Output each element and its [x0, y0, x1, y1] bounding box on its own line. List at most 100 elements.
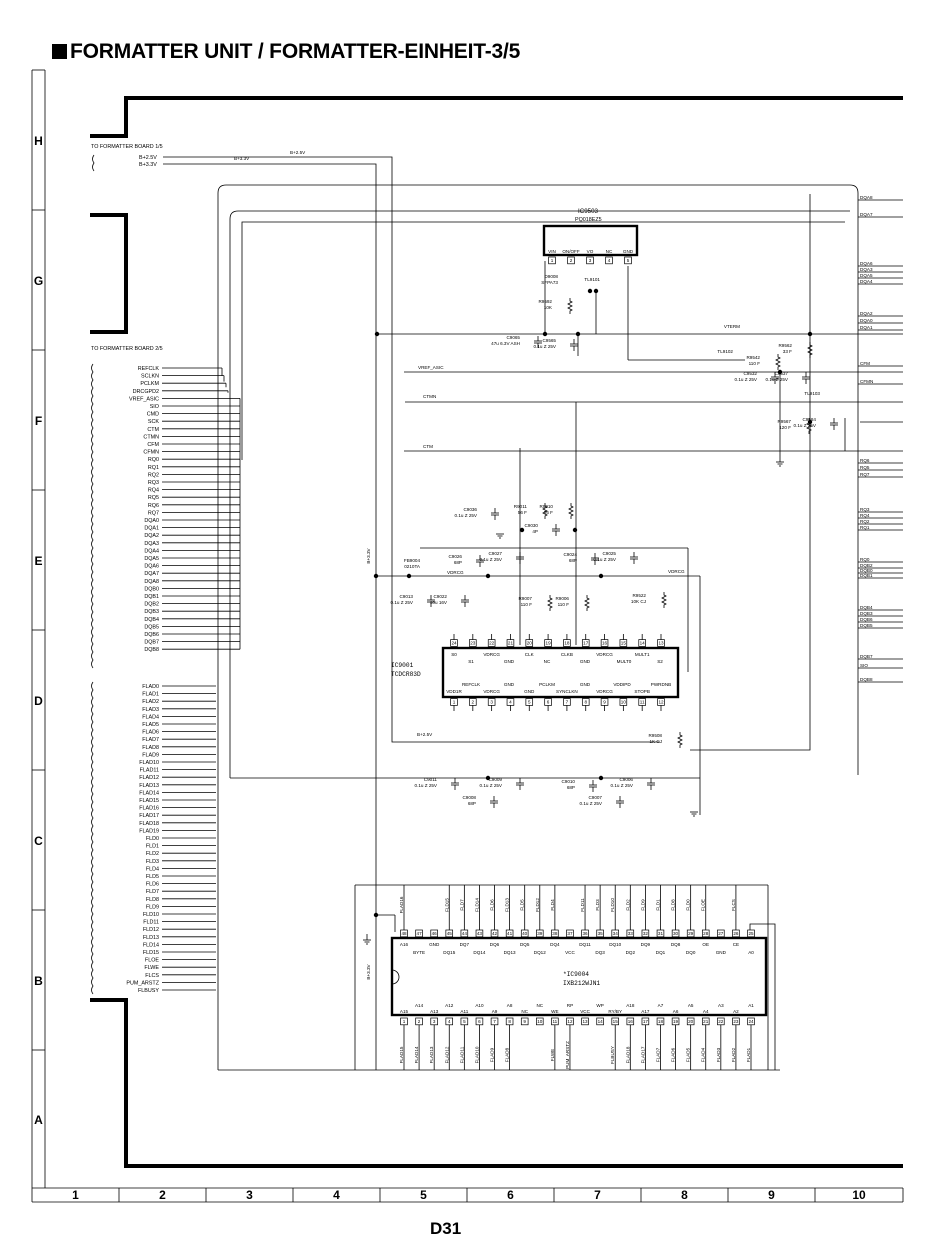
pin-name: A1 [748, 1003, 754, 1008]
net-label-dqa5: DQA5 [144, 556, 159, 562]
net-label-fld15: FLD15 [143, 950, 159, 956]
pin-name: NC [606, 249, 613, 254]
pin-number: 13 [582, 1019, 588, 1024]
net-label: B+3.3V [366, 547, 371, 563]
pin-box [717, 1017, 725, 1026]
net-label-fld1: FLD1 [146, 844, 159, 850]
net-label-fld5: FLD5 [146, 874, 159, 880]
pin-number: 38 [552, 931, 558, 936]
net-label-fld10: FLD10 [143, 912, 159, 918]
pin-number: 46 [432, 931, 438, 936]
pin-box [415, 929, 423, 938]
pin-signal: FLAD8 [505, 1047, 510, 1062]
pin-signal: FLAD17 [640, 1046, 645, 1063]
pin-name: WE [551, 1009, 558, 1014]
net-label: CTMN [423, 394, 436, 399]
pin-signal: FLAD14 [414, 1046, 419, 1063]
ic9004-part: IXB212WJN1 [563, 980, 600, 987]
component-tl9103: TL9103 [804, 391, 820, 396]
pin-signal: FLD9 [640, 899, 645, 911]
pin-number: 9 [523, 1019, 526, 1024]
pin-signal: FLD2 [625, 899, 630, 911]
component-value: 33 F [783, 349, 792, 354]
component-value: 0.1u Z 25V [480, 783, 503, 788]
pin-name: SYNCLKN [556, 689, 578, 694]
component-value: 56 F [518, 510, 527, 515]
grid-frame [31, 69, 904, 1203]
pin-number: 5 [463, 1019, 466, 1024]
component-value: 0210TA [404, 564, 421, 569]
pin-number: 19 [546, 641, 552, 646]
right-net-label: SIO [860, 663, 868, 668]
pin-signal: FLD6 [490, 899, 495, 911]
net-label-rq7: RQ7 [148, 510, 159, 516]
pin-signal: FLD4 [550, 899, 555, 911]
ic9004: *IC9004 IXB212WJN1 48A16FLAD1647BYTE46GN… [390, 885, 768, 1070]
board2-connector-nets: REFCLKSCLKNPCLKMDRCGPD2VREF_ASICSIOCMDSC… [91, 363, 241, 669]
pin-number: 47 [417, 931, 423, 936]
pin-number: 22 [489, 641, 495, 646]
component-tl9102: TL9102 [717, 349, 733, 354]
component-value: 0.1u Z 25V [415, 783, 438, 788]
net-label: B+3.3V [366, 963, 371, 979]
pin-name: CLKB [561, 652, 573, 657]
right-net-label: RQ5 [860, 465, 870, 470]
pin-number: 35 [598, 931, 604, 936]
component-ref: C9026 [448, 554, 462, 559]
pin-box [566, 929, 574, 938]
component-ref: R9562 [778, 343, 792, 348]
pin-number: 8 [508, 1019, 511, 1024]
inner-pin-name: MULT0 [617, 659, 632, 664]
pin-number: 22 [718, 1019, 724, 1024]
inner-pin-name: GND [504, 682, 515, 687]
component-ref: C9022 [433, 594, 447, 599]
right-net-label: DQA0 [860, 318, 873, 323]
pin-signal: FLAD9 [490, 1047, 495, 1062]
pin-name: DQ13 [504, 950, 516, 955]
row-label-F: F [35, 414, 42, 428]
pin-name: GND [623, 249, 634, 254]
net-label-flad6: FLAD6 [142, 730, 159, 736]
pin-name: A13 [430, 1009, 439, 1014]
component-ref: C9565 [542, 338, 556, 343]
net-label-fld6: FLD6 [146, 882, 159, 888]
pin-name: A15 [400, 1009, 409, 1014]
page-title: FORMATTER UNIT / FORMATTER-EINHEIT-3/5 [52, 40, 520, 64]
column-label-2: 2 [159, 1188, 166, 1202]
pin-box [487, 698, 496, 706]
net-label-flad5: FLAD5 [142, 722, 159, 728]
net-label-flad0: FLAD0 [142, 684, 159, 690]
inner-pin-name: GND [580, 659, 591, 664]
pin-box [563, 698, 571, 706]
pin-number: 23 [733, 1019, 739, 1024]
pin-name: DQ1 [656, 950, 666, 955]
component-ref: C9036 [463, 507, 477, 512]
right-net-label: CFMN [860, 379, 873, 384]
pin-box [611, 1017, 619, 1026]
net-label-ctmn: CTMN [143, 434, 159, 440]
right-net-label: RQ2 [860, 519, 870, 524]
component-value: 0.1u Z 25V [455, 513, 478, 518]
supply-connector: B+2.5V B+3.3V [92, 154, 660, 1070]
pin-signal: FLAD2 [731, 1047, 736, 1062]
pin-box [596, 1017, 604, 1026]
row-label-E: E [34, 554, 42, 568]
right-net-label: DQA3 [860, 267, 873, 272]
component-ref: C9008 [462, 795, 476, 800]
component-ref: D9008 [544, 274, 558, 279]
junction-dots [373, 288, 813, 918]
pin-number: 18 [658, 1019, 664, 1024]
pin-name: A5 [688, 1003, 694, 1008]
net-label-flad13: FLAD13 [139, 783, 159, 789]
pin-signal: FLAD1 [746, 1047, 751, 1062]
pin-number: 12 [567, 1019, 573, 1024]
pin-number: 40 [522, 931, 528, 936]
